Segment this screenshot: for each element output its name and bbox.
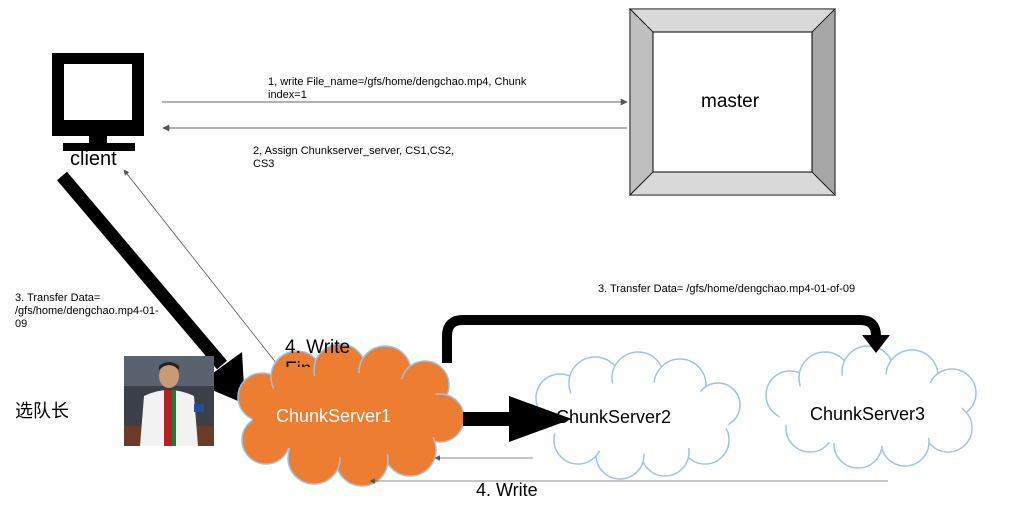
person-photo [124, 356, 214, 446]
client-label: client [70, 148, 117, 170]
master-box [629, 8, 836, 196]
monitor-icon [52, 53, 144, 151]
edge-3-right-label: 3. Transfer Data= /gfs/home/dengchao.mp4… [598, 283, 856, 295]
cloud-chunkserver2 [535, 351, 741, 480]
write-finish-line1: 4. Write [285, 337, 351, 358]
arrow-cs1-to-cs3 [442, 315, 890, 363]
chunkserver1-label: ChunkServer1 [276, 406, 392, 426]
edge-2-label: 2, Assign Chunkserver_server, CS1,CS2, C… [253, 145, 454, 171]
cloud-chunkserver3 [765, 345, 977, 469]
arrow-cs1-to-cs2 [463, 396, 572, 442]
arrow-write-finish [123, 169, 289, 379]
side-label: 选队长 [15, 401, 69, 422]
chunkserver3-label: ChunkServer3 [810, 404, 926, 424]
write-finish-label: 4. Write Fin [285, 337, 350, 367]
arrow-transfer-to-cs1 [57, 171, 245, 404]
write-bottom-label: 4. Write [476, 480, 538, 500]
master-label: master [701, 91, 760, 112]
edge-1-line2: index=1 [268, 89, 307, 101]
write-finish-line2: Fin [285, 359, 350, 367]
chunkserver2-label: ChunkServer2 [556, 407, 672, 427]
edge-3-left-line3: 09 [15, 318, 28, 330]
edge-2-line2: CS3 [253, 158, 275, 170]
edge-3-left-line1: 3. Transfer Data= [15, 292, 101, 304]
edge-1-label: 1, write File_name=/gfs/home/dengchao.mp… [268, 76, 526, 102]
cloud-chunkserver1 [237, 343, 465, 487]
edge-3-left-line2: /gfs/home/dengchao.mp4-01- [15, 305, 159, 317]
edge-2-line1: 2, Assign Chunkserver_server, CS1,CS2, [253, 145, 455, 157]
edge-1-line1: 1, write File_name=/gfs/home/dengchao.mp… [268, 76, 527, 88]
edge-3-left-label: 3. Transfer Data= /gfs/home/dengchao.mp4… [15, 292, 159, 331]
